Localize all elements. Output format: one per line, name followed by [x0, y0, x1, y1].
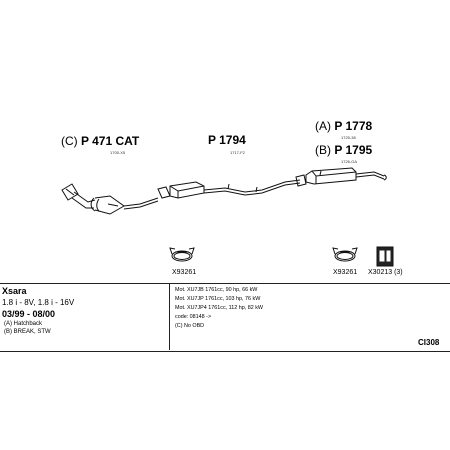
part-label-cat: (C) P 471 CAT: [61, 134, 139, 148]
part-label-rear-b: (B) P 1795: [315, 143, 372, 157]
vehicle-dates: 03/99 - 08/00: [2, 309, 56, 319]
rear-b-part-number: P 1795: [334, 143, 373, 157]
rubber-hanger-drawing: [376, 246, 394, 267]
vehicle-model: Xsara: [2, 286, 27, 296]
rear-silencer-drawing: [295, 167, 387, 187]
cat-part-number: P 471 CAT: [81, 134, 140, 148]
rear-b-ref: 1726-GA: [341, 159, 358, 164]
variant-break: (B) BREAK, STW: [4, 329, 51, 335]
spec-line-4: code: 08148 ->: [175, 314, 212, 320]
catalytic-converter-drawing: [61, 183, 159, 215]
rear-a-part-number: P 1778: [334, 119, 373, 133]
cat-ref: 1705-X5: [110, 150, 126, 155]
spec-line-1: Mot. XU7JB 1761cc, 90 hp, 66 kW: [175, 287, 258, 293]
spec-line-5: (C) No OBD: [175, 323, 205, 329]
cat-prefix: (C): [61, 134, 78, 148]
rear-a-prefix: (A): [315, 119, 331, 133]
spec-line-3: Mot. XU7JP4 1761cc, 112 hp, 82 kW: [175, 305, 263, 311]
spec-line-2: Mot. XU7JP 1761cc, 103 hp, 76 kW: [175, 296, 261, 302]
variant-hatchback: (A) Hatchback: [4, 321, 43, 327]
rear-a-ref: 1725-38: [341, 135, 356, 140]
middle-silencer-drawing: [157, 179, 301, 199]
clamp-left-drawing: [169, 247, 195, 262]
clamp-right-drawing: [332, 247, 358, 262]
middle-ref: 1717-F2: [230, 150, 245, 155]
diagram-code: CI308: [418, 338, 440, 347]
part-label-rear-a: (A) P 1778: [315, 119, 372, 133]
clamp-right-label: X93261: [333, 269, 358, 276]
info-divider: [169, 284, 170, 350]
clamp-left-label: X93261: [172, 269, 197, 276]
rear-b-prefix: (B): [315, 143, 331, 157]
info-box: [0, 283, 450, 352]
vehicle-engines: 1.8 i - 8V, 1.8 i - 16V: [2, 298, 75, 307]
part-label-middle: P 1794: [208, 133, 246, 147]
hanger-label: X30213 (3): [368, 269, 403, 276]
middle-part-number: P 1794: [208, 133, 246, 147]
